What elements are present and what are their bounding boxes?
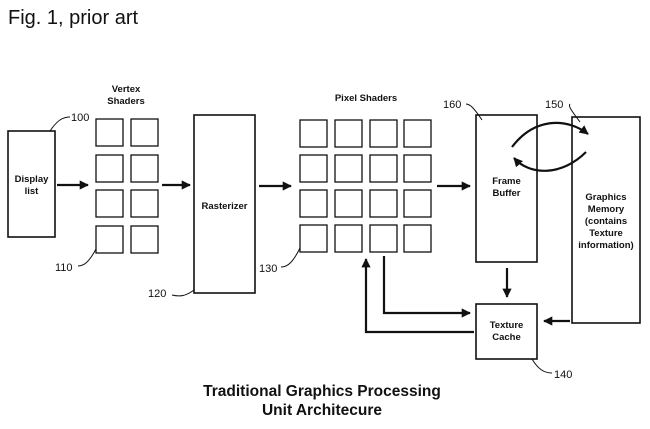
graphics-memory-label-line-1: Graphics	[585, 192, 626, 203]
texture-cache-block: Texture Cache 140	[475, 303, 572, 381]
graphics-memory-block: Graphics Memory (contains Texture inform…	[545, 99, 641, 324]
vertex-shaders-block: Vertex Shaders 110	[55, 84, 159, 274]
texture-cache-label-line-2: Cache	[492, 332, 521, 343]
pixel-shader-cell	[299, 189, 328, 218]
vertex-shaders-leader	[77, 248, 97, 267]
caption-line-1: Traditional Graphics Processing	[203, 383, 441, 400]
pixel-shader-cell	[334, 224, 363, 253]
pixel-shader-cell	[403, 154, 432, 183]
rasterizer-ref: 120	[148, 288, 166, 300]
frame-buffer-box	[475, 114, 538, 263]
rasterizer-label: Rasterizer	[202, 201, 248, 212]
graphics-memory-label-line-2: Memory	[588, 204, 625, 215]
frame-buffer-leader	[465, 103, 483, 121]
pixel-shader-cell	[403, 189, 432, 218]
vertex-shaders-ref: 110	[55, 262, 73, 274]
rasterizer-block: Rasterizer 120	[148, 114, 256, 300]
display-list-ref: 100	[71, 112, 89, 124]
texture-cache-ref: 140	[554, 369, 572, 381]
arrow-texture-cache-to-pixel	[361, 258, 474, 334]
arrow-pixel-to-texture-cache	[382, 256, 471, 318]
display-list-box	[7, 130, 56, 238]
vertex-shader-cell	[130, 189, 159, 218]
display-list-label-line-2: list	[25, 186, 40, 197]
vertex-shader-cell	[130, 118, 159, 147]
frame-buffer-label-line-1: Frame	[492, 176, 521, 187]
caption-line-2: Unit Architecure	[262, 402, 382, 419]
pixel-shader-cell	[299, 154, 328, 183]
display-list-leader	[49, 116, 71, 132]
vertex-shader-cell	[95, 225, 124, 254]
graphics-memory-label-line-5: information)	[578, 240, 633, 251]
pixel-shaders-block: Pixel Shaders 130	[259, 93, 432, 275]
vertex-shader-cell	[130, 154, 159, 183]
pixel-shaders-leader	[280, 247, 301, 268]
graphics-memory-label-line-3: (contains	[585, 216, 627, 227]
pixel-shader-cell	[403, 119, 432, 148]
vertex-shader-cell	[95, 118, 124, 147]
display-list-block: Display list 100	[7, 112, 89, 238]
vertex-shader-cell	[130, 225, 159, 254]
graphics-memory-box	[571, 116, 641, 324]
frame-buffer-label-line-2: Buffer	[493, 188, 521, 199]
pixel-shader-cell	[369, 224, 398, 253]
graphics-memory-ref: 150	[545, 99, 563, 111]
pixel-shader-cell	[369, 189, 398, 218]
rasterizer-leader	[171, 289, 195, 297]
pixel-shader-cell	[299, 119, 328, 148]
arrow-memory-to-framebuffer	[513, 151, 587, 172]
graphics-memory-label-line-4: Texture	[589, 228, 623, 239]
pixel-shader-cell	[299, 224, 328, 253]
pixel-shader-cell	[334, 119, 363, 148]
vertex-shaders-label-line-2: Shaders	[107, 96, 145, 107]
pixel-shader-cell	[369, 119, 398, 148]
pixel-shader-cell	[369, 154, 398, 183]
frame-buffer-block: Frame Buffer 160	[443, 99, 538, 263]
pixel-shader-cell	[334, 189, 363, 218]
pixel-shaders-label: Pixel Shaders	[335, 93, 397, 104]
graphics-memory-leader	[568, 103, 581, 123]
vertex-shader-cell	[95, 154, 124, 183]
pixel-shaders-ref: 130	[259, 263, 277, 275]
vertex-shader-cell	[95, 189, 124, 218]
frame-buffer-ref: 160	[443, 99, 461, 111]
pixel-shader-cell	[403, 224, 432, 253]
pixel-shader-cell	[334, 154, 363, 183]
texture-cache-leader	[531, 358, 553, 374]
arrow-framebuffer-to-memory	[511, 121, 589, 148]
rasterizer-box	[193, 114, 256, 294]
texture-cache-label-line-1: Texture	[490, 320, 524, 331]
display-list-label-line-1: Display	[15, 174, 50, 185]
texture-cache-box	[475, 303, 538, 360]
figure-label: Fig. 1, prior art	[8, 7, 138, 29]
vertex-shaders-label-line-1: Vertex	[112, 84, 141, 95]
